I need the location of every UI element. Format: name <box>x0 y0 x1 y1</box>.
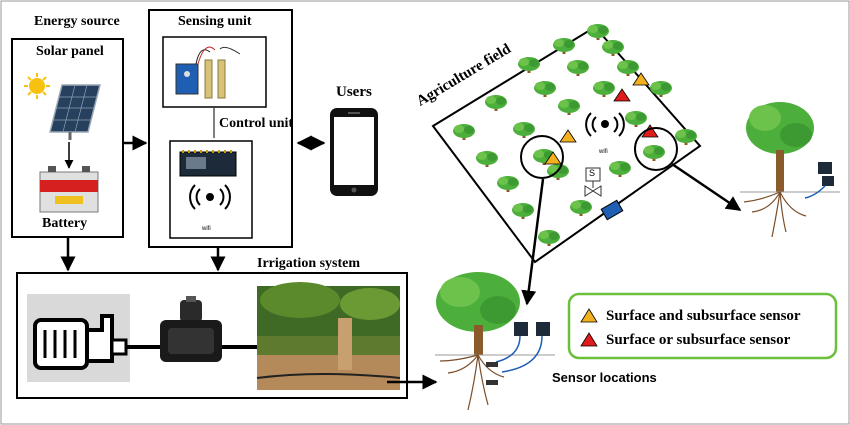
agriculture-field <box>431 24 702 264</box>
field-controller-box <box>600 199 624 221</box>
soil-sensor-icon <box>175 46 241 99</box>
sensor-surface-or-subsurface <box>613 88 631 102</box>
arrow-zoom-right <box>671 162 742 212</box>
solar-panel-icon <box>49 84 101 140</box>
legend-swatch-yellow <box>580 308 598 323</box>
smartphone-icon <box>330 108 378 196</box>
zoomed-tree-right <box>740 102 840 238</box>
legend-box <box>567 292 838 360</box>
wifi-icon <box>189 184 231 210</box>
arrow-zoom-left <box>521 178 545 306</box>
control-unit-label: Control unit <box>219 116 294 131</box>
legend-item-surface-or-subsurface: Surface or subsurface sensor <box>606 332 791 348</box>
sensor-locations-label: Sensor locations <box>552 370 657 385</box>
energy-source-label: Energy source <box>34 14 120 29</box>
sensing-unit-box <box>148 9 293 248</box>
energy-source-box <box>11 38 124 238</box>
zoom-circle-right <box>634 127 678 171</box>
sensor-surface-subsurface <box>632 72 650 86</box>
water-pump-icon <box>27 294 130 382</box>
irrigation-system-box <box>16 272 408 399</box>
sensor-surface-subsurface <box>544 151 562 165</box>
sun-icon <box>24 73 50 99</box>
zoom-circle-left <box>520 135 564 179</box>
sensor-surface-subsurface <box>559 129 577 143</box>
microcontroller-icon <box>179 150 237 177</box>
battery-label: Battery <box>42 216 88 231</box>
sensing-unit-label: Sensing unit <box>178 14 252 29</box>
battery-icon <box>39 166 99 213</box>
solar-panel-label: Solar panel <box>36 44 104 59</box>
users-label: Users <box>336 84 372 100</box>
irrigation-system-label: Irrigation system <box>257 256 361 271</box>
legend-item-surface-and-subsurface: Surface and subsurface sensor <box>606 308 801 324</box>
orchard-photo <box>256 282 401 390</box>
control-wifi-text: wifi <box>202 226 211 232</box>
solenoid-valve-icon <box>160 296 222 362</box>
valve-s-label: S <box>589 168 596 178</box>
zoomed-tree-bottom <box>435 272 555 411</box>
legend-swatch-red <box>580 332 598 347</box>
field-wifi-text: wifi <box>599 149 608 155</box>
field-wifi-icon <box>585 112 625 137</box>
